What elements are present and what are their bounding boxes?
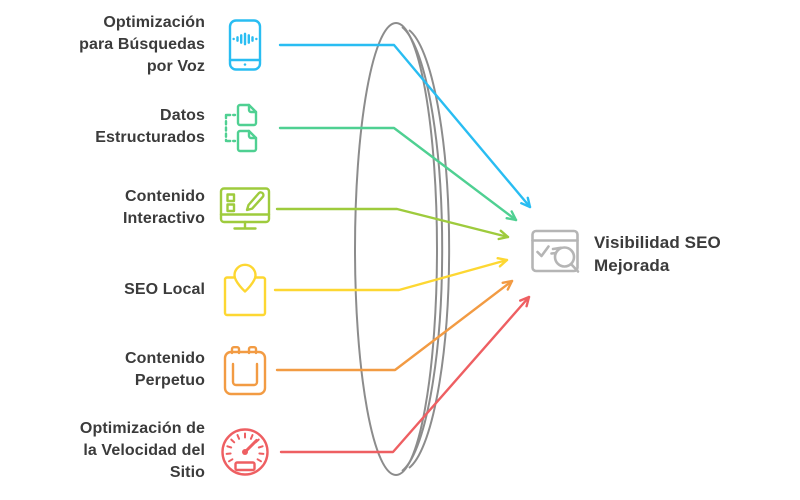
item-label: Optimización de la Velocidad del Sitio	[79, 420, 205, 481]
connector-interactive-content-monitor	[275, 207, 510, 241]
item-label: Optimización para Búsquedas por Voz	[79, 14, 205, 75]
item-interactive-content: Contenido Interactivo	[0, 171, 272, 245]
gauge-tick	[256, 458, 262, 463]
arrowhead	[501, 279, 514, 291]
result-label: Visibilidad SEO Mejorada	[594, 233, 721, 275]
item-label: Contenido Perpetuo	[125, 350, 205, 389]
gauge-tick	[228, 458, 234, 463]
local-seo-map-pin-icon	[218, 263, 272, 317]
site-speed-gauge-icon	[218, 424, 272, 478]
connector-voice-search-phone	[278, 43, 532, 209]
connector-site-speed-gauge	[279, 295, 531, 454]
arrowhead	[519, 295, 531, 308]
connector-line	[279, 295, 531, 454]
gauge-tick	[249, 434, 254, 440]
lens-rim-arc-1	[401, 26, 444, 472]
item-structured-data: Datos Estructurados	[0, 90, 272, 164]
structured-data-documents-icon	[218, 100, 272, 154]
arrowhead	[505, 210, 518, 222]
connector-line	[273, 258, 509, 292]
connector-layer	[273, 43, 532, 454]
lens-front-ellipse	[354, 22, 438, 476]
gauge-tick	[257, 445, 264, 449]
evergreen-content-calendar-icon	[218, 343, 272, 397]
item-voice-search: Optimización para Búsquedas por Voz	[0, 8, 272, 82]
connector-evergreen-content-calendar	[275, 279, 514, 372]
item-label: Contenido Interactivo	[122, 188, 205, 227]
connector-line	[278, 126, 518, 222]
gauge-tick	[236, 434, 241, 440]
connector-line	[278, 43, 532, 209]
browser-search-icon	[531, 225, 581, 283]
arrowhead	[496, 257, 509, 268]
connector-line	[275, 207, 510, 239]
item-site-speed: Optimización de la Velocidad del Sitio	[0, 414, 272, 488]
lens	[354, 22, 451, 476]
arrowhead	[520, 196, 532, 209]
item-evergreen-content: Contenido Perpetuo	[0, 333, 272, 407]
voice-search-phone-icon	[218, 18, 272, 72]
connector-line	[275, 279, 514, 372]
arrowhead	[497, 229, 510, 241]
gauge-tick	[230, 438, 236, 444]
lens-rim-arc-2	[408, 29, 451, 469]
gauge-tick	[226, 445, 233, 449]
result-visibility: Visibilidad SEO Mejorada	[531, 225, 721, 283]
connector-structured-data-documents	[278, 126, 518, 222]
interactive-content-monitor-icon	[218, 181, 272, 235]
connector-local-seo-map-pin	[273, 257, 509, 292]
item-label: SEO Local	[124, 281, 205, 298]
item-label: Datos Estructurados	[95, 107, 205, 146]
item-local-seo: SEO Local	[0, 253, 272, 327]
